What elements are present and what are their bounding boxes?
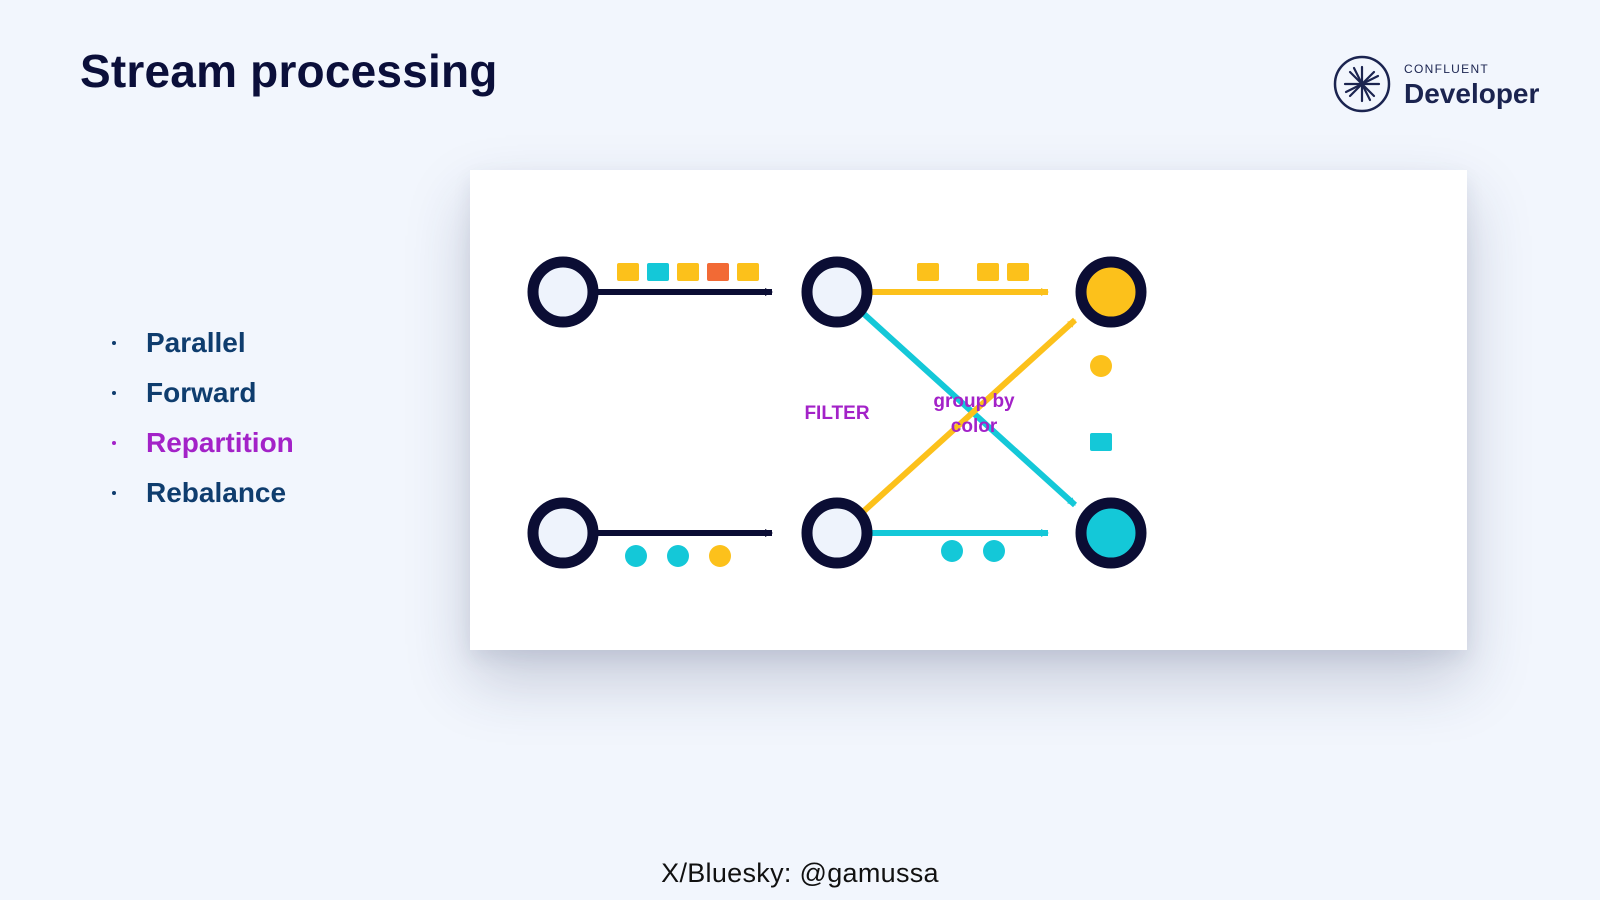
event-square-yellow xyxy=(677,263,699,281)
event-square-yellow xyxy=(977,263,999,281)
source-node-top xyxy=(527,256,599,328)
confluent-developer-logo: CONFLUENT Developer xyxy=(1332,52,1562,116)
event-square-cyan xyxy=(1090,433,1112,451)
diagram-panel: FILTER group by color xyxy=(470,170,1467,650)
yellow-sink-node xyxy=(1075,256,1147,328)
filter-label: FILTER xyxy=(804,403,869,424)
edge-filter1-to-cyan-sink xyxy=(861,311,1078,508)
event-circle-cyan xyxy=(667,545,689,567)
logo-company-text: CONFLUENT xyxy=(1404,62,1490,76)
bullet-list: Parallel Forward Repartition Rebalance xyxy=(108,318,294,518)
bullet-label: Repartition xyxy=(146,427,294,458)
bullet-dot xyxy=(112,441,116,445)
logo-product-text: Developer xyxy=(1404,78,1540,109)
bullet-label: Parallel xyxy=(146,327,246,358)
event-square-yellow xyxy=(1007,263,1029,281)
repartition-diagram: FILTER group by color xyxy=(527,256,1147,569)
event-square-yellow xyxy=(617,263,639,281)
group-by-label: group by xyxy=(933,391,1015,412)
bullet-dot xyxy=(112,341,116,345)
bullet-item-repartition: Repartition xyxy=(108,418,294,468)
event-circle-yellow xyxy=(1090,355,1112,377)
bullet-item-rebalance: Rebalance xyxy=(108,468,294,518)
event-circle-cyan xyxy=(941,540,963,562)
filter-node-top xyxy=(801,256,873,328)
event-circle-cyan xyxy=(625,545,647,567)
slide-title: Stream processing xyxy=(80,45,498,97)
event-square-cyan xyxy=(647,263,669,281)
filter-node-bottom xyxy=(801,497,873,569)
bullet-dot xyxy=(112,491,116,495)
bullet-label: Rebalance xyxy=(146,477,287,508)
group-by-label-color: color xyxy=(951,416,998,437)
bullet-dot xyxy=(112,391,116,395)
event-circle-cyan xyxy=(983,540,1005,562)
cyan-sink-node xyxy=(1075,497,1147,569)
event-square-orange xyxy=(707,263,729,281)
bullet-item-forward: Forward xyxy=(108,368,294,418)
footer-social-handle: X/Bluesky: @gamussa xyxy=(661,858,939,888)
event-square-yellow xyxy=(737,263,759,281)
bullet-item-parallel: Parallel xyxy=(108,318,294,368)
event-square-yellow xyxy=(917,263,939,281)
edge-filter2-to-yellow-sink xyxy=(861,317,1078,514)
confluent-logo-icon xyxy=(1333,55,1391,113)
source-node-bottom xyxy=(527,497,599,569)
bullet-label: Forward xyxy=(146,377,257,408)
event-circle-yellow xyxy=(709,545,731,567)
